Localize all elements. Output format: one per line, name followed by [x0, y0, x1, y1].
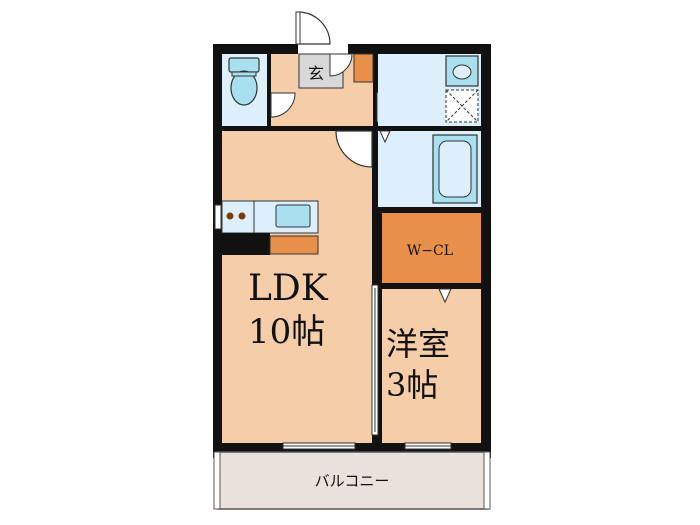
bathtub-icon: [432, 134, 478, 204]
door-marker: [379, 130, 391, 144]
window-icon: [214, 204, 222, 230]
washing-machine-space: [445, 89, 479, 123]
western-room-name: 洋室: [386, 325, 450, 363]
entrance-notch: [298, 44, 348, 56]
western-room-size: 3帖: [386, 366, 438, 404]
door-swing-icon: [329, 53, 353, 77]
door-swing-icon: [270, 92, 296, 118]
walk-in-closet: [382, 213, 481, 283]
toilet-icon: [228, 57, 260, 106]
ldk-name: LDK: [248, 268, 329, 309]
western-room: [382, 289, 481, 443]
balcony-rail-left: [213, 451, 221, 510]
balcony-rail-right: [483, 451, 491, 510]
door-swing-icon: [335, 130, 373, 168]
balcony-label: バルコニー: [315, 472, 390, 490]
shoe-cabinet: [353, 53, 374, 83]
door-swing-icon: [297, 11, 331, 45]
washbasin-icon: [445, 55, 479, 87]
kitchen-cabinet: [269, 235, 319, 255]
kitchen-sink-icon: [275, 204, 311, 228]
window-icon: [282, 442, 356, 450]
balcony-floor: [217, 451, 489, 510]
entrance-door-leaf: [295, 11, 301, 45]
refrigerator-space: [222, 233, 270, 255]
ldk-size: 10帖: [248, 312, 325, 352]
ldk-floor: [222, 131, 372, 443]
wcl-label: W−CL: [407, 243, 453, 259]
window-icon: [404, 442, 452, 450]
stove-icon: [221, 200, 255, 234]
genkan-label: 玄: [308, 64, 324, 83]
door-marker: [438, 288, 452, 304]
